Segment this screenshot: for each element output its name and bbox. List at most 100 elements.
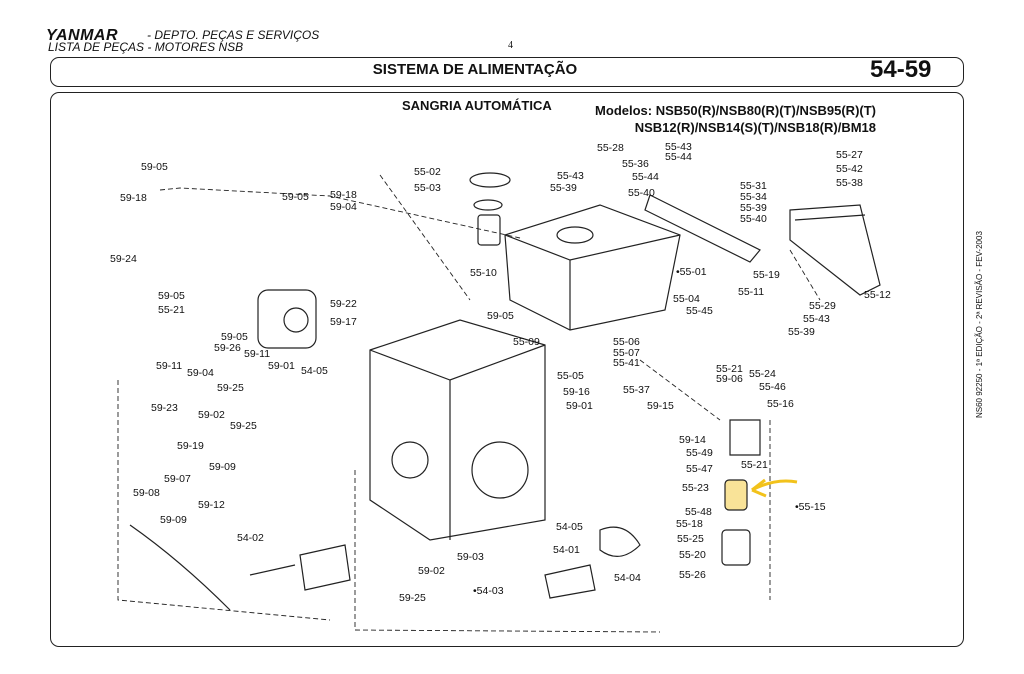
part-label: 55-49: [686, 447, 713, 459]
part-label: 59-05: [487, 310, 514, 322]
part-label: 55-39: [788, 326, 815, 338]
part-label: 54-05: [301, 365, 328, 377]
part-label: 59-16: [563, 386, 590, 398]
part-label: 54-04: [614, 572, 641, 584]
part-label: 59-09: [209, 461, 236, 473]
part-label: •54-03: [473, 585, 504, 597]
part-label: 55-05: [557, 370, 584, 382]
part-label: 55-36: [622, 158, 649, 170]
assembly-lines: [117, 174, 821, 633]
part-label: 59-04: [187, 367, 214, 379]
part-label: 55-10: [470, 267, 497, 279]
models-text: Modelos: NSB50(R)/NSB80(R)(T)/NSB95(R)(T…: [586, 102, 876, 136]
part-label: 55-25: [677, 533, 704, 545]
part-label: 59-25: [217, 382, 244, 394]
part-label: 55-21: [741, 459, 768, 471]
part-label: 55-44: [632, 171, 659, 183]
part-label: 55-34: [740, 191, 767, 203]
part-label: 55-40: [628, 187, 655, 199]
part-label: 59-05: [141, 161, 168, 173]
edition-note: NS60 92250 - 1ª EDIÇÃO - 2ª REVISÃO - FE…: [975, 231, 984, 418]
part-label: 55-27: [836, 149, 863, 161]
part-label: 59-23: [151, 402, 178, 414]
part-label: 55-45: [686, 305, 713, 317]
diagram-frame: [50, 92, 964, 647]
part-label: 59-07: [164, 473, 191, 485]
part-label: 59-12: [198, 499, 225, 511]
part-label: •55-15: [795, 501, 826, 513]
models-line-1: Modelos: NSB50(R)/NSB80(R)(T)/NSB95(R)(T…: [595, 103, 876, 118]
part-label: 59-01: [566, 400, 593, 412]
part-label: 55-26: [679, 569, 706, 581]
part-label: 55-11: [738, 286, 765, 298]
part-label: 59-19: [177, 440, 204, 452]
part-label: 55-39: [550, 182, 577, 194]
part-label: 55-18: [676, 518, 703, 530]
part-label: 59-05: [282, 191, 309, 203]
page-number: 4: [508, 40, 513, 51]
part-label: 55-04: [673, 293, 700, 305]
part-label: 59-25: [399, 592, 426, 604]
side-cover: [789, 204, 881, 296]
part-label: 59-18: [330, 189, 357, 201]
page-reference: 54-59: [870, 56, 932, 83]
brand-logo: YANMAR: [46, 27, 119, 44]
part-label: 55-03: [414, 182, 441, 194]
part-label: 59-25: [230, 420, 257, 432]
mounting-bracket: [644, 194, 761, 263]
part-label: 55-06: [613, 336, 640, 348]
part-label: 54-01: [553, 544, 580, 556]
part-label: 59-22: [330, 298, 357, 310]
page-title: SISTEMA DE ALIMENTAÇÃO: [372, 61, 578, 78]
bottom-parts: [129, 524, 641, 611]
part-label: 59-09: [160, 514, 187, 526]
part-label: 59-24: [110, 253, 137, 265]
part-label: 55-29: [809, 300, 836, 312]
part-label: 55-42: [836, 163, 863, 175]
part-label: 55-46: [759, 381, 786, 393]
part-label: 55-41: [613, 357, 640, 369]
part-label: 55-28: [597, 142, 624, 154]
part-label: 55-09: [513, 336, 540, 348]
part-label: 55-47: [686, 463, 713, 475]
part-label: 55-44: [665, 151, 692, 163]
part-label: 55-37: [623, 384, 650, 396]
part-label: 55-40: [740, 213, 767, 225]
part-label: 55-20: [679, 549, 706, 561]
part-label: 59-05: [221, 331, 248, 343]
part-label: 55-07: [613, 347, 640, 359]
title-bar: [50, 57, 964, 87]
diagram-subtitle: SANGRIA AUTOMÁTICA: [402, 98, 552, 113]
part-label: 59-17: [330, 316, 357, 328]
part-label: 59-26: [214, 342, 241, 354]
brand-subtitle: - DEPTO. PEÇAS E SERVIÇOS: [147, 28, 320, 42]
part-label: 55-12: [864, 289, 891, 301]
part-label: 55-21: [716, 363, 743, 375]
part-label: 55-38: [836, 177, 863, 189]
part-label: 59-14: [679, 434, 706, 446]
part-label: 59-02: [198, 409, 225, 421]
part-label: 55-31: [740, 180, 767, 192]
part-label: 59-05: [158, 290, 185, 302]
part-label: 59-15: [647, 400, 674, 412]
part-label: 55-02: [414, 166, 441, 178]
part-label: 59-04: [330, 201, 357, 213]
part-label: 55-24: [749, 368, 776, 380]
part-label: 59-06: [716, 373, 743, 385]
part-label: 55-23: [682, 482, 709, 494]
part-label: 59-08: [133, 487, 160, 499]
part-label: 59-11: [156, 360, 183, 372]
engine-block: [369, 319, 546, 541]
part-label: 55-16: [767, 398, 794, 410]
part-label: 59-11: [244, 348, 271, 360]
injection-pump: [257, 289, 317, 349]
part-label: 59-18: [120, 192, 147, 204]
parts-list-label: LISTA DE PEÇAS - MOTORES NSB: [48, 40, 244, 54]
part-label: 55-43: [665, 141, 692, 153]
part-label: 59-02: [418, 565, 445, 577]
part-label: 55-19: [753, 269, 780, 281]
part-label: 55-39: [740, 202, 767, 214]
highlight-arrowhead: [751, 478, 767, 498]
part-label: 55-43: [557, 170, 584, 182]
